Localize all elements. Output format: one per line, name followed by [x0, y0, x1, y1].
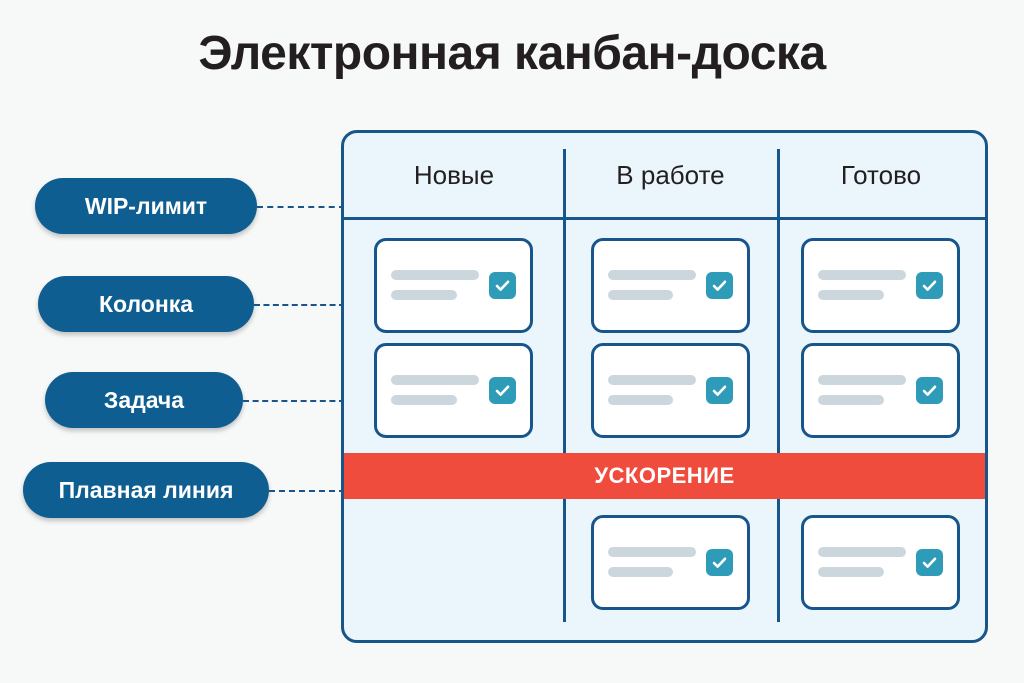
card-area [344, 217, 985, 640]
task-card[interactable] [374, 342, 534, 438]
check-icon[interactable] [705, 548, 733, 576]
expedite-swimlane: УСКОРЕНИЕ [344, 453, 985, 499]
placeholder-bar [818, 290, 884, 300]
card-slot-empty [344, 512, 564, 612]
task-card[interactable] [374, 237, 534, 333]
task-card[interactable] [590, 514, 750, 610]
board-header-row: Новые В работе Готово [344, 133, 985, 217]
task-card-placeholder-lines [818, 270, 907, 300]
task-card-placeholder-lines [607, 375, 696, 405]
annotation-pill-task[interactable]: Задача [45, 372, 243, 428]
connector-line-wip-limit [257, 206, 345, 208]
card-row [344, 340, 985, 440]
annotation-pill-label: Задача [103, 386, 185, 413]
check-icon[interactable] [705, 376, 733, 404]
column-divider-1 [563, 149, 566, 622]
task-card-placeholder-lines [607, 270, 696, 300]
annotation-pill-label: Колонка [98, 290, 194, 317]
check-icon[interactable] [916, 548, 944, 576]
card-slot [777, 512, 985, 612]
card-slot [564, 340, 777, 440]
task-card-placeholder-lines [818, 375, 907, 405]
column-header-label: В работе [616, 159, 725, 190]
column-header-done[interactable]: Готово [777, 133, 985, 217]
task-card[interactable] [590, 237, 750, 333]
check-icon[interactable] [916, 271, 944, 299]
column-header-label: Новые [413, 159, 495, 190]
task-card-placeholder-lines [391, 270, 480, 300]
expedite-swimlane-label: УСКОРЕНИЕ [594, 463, 735, 488]
connector-line-task [243, 400, 345, 402]
card-slot [344, 235, 564, 335]
annotation-pill-wip-limit[interactable]: WIP-лимит [35, 178, 257, 234]
placeholder-bar [391, 395, 457, 405]
placeholder-bar [607, 567, 674, 577]
column-header-label: Готово [840, 159, 922, 190]
placeholder-bar [607, 547, 696, 557]
annotation-pill-label: Плавная линия [58, 476, 234, 503]
annotation-pill-column[interactable]: Колонка [38, 276, 254, 332]
card-slot [564, 512, 777, 612]
placeholder-bar [607, 270, 696, 280]
column-header-new[interactable]: Новые [344, 133, 564, 217]
task-card[interactable] [801, 342, 961, 438]
task-card[interactable] [590, 342, 750, 438]
placeholder-bar [818, 395, 884, 405]
card-slot [344, 340, 564, 440]
task-card[interactable] [801, 237, 961, 333]
check-icon[interactable] [489, 376, 517, 404]
annotation-pill-label: WIP-лимит [84, 192, 208, 219]
header-divider [344, 217, 985, 220]
task-card-placeholder-lines [391, 375, 480, 405]
task-card-placeholder-lines [818, 547, 907, 577]
card-row [344, 512, 985, 612]
task-card-placeholder-lines [607, 547, 696, 577]
placeholder-bar [391, 270, 480, 280]
check-icon[interactable] [489, 271, 517, 299]
task-card[interactable] [801, 514, 961, 610]
placeholder-bar [391, 290, 457, 300]
placeholder-bar [607, 395, 674, 405]
check-icon[interactable] [916, 376, 944, 404]
placeholder-bar [818, 547, 907, 557]
placeholder-bar [818, 567, 884, 577]
kanban-board: Новые В работе Готово [341, 130, 988, 643]
column-divider-2 [777, 149, 780, 622]
placeholder-bar [818, 270, 907, 280]
card-slot [777, 340, 985, 440]
connector-line-column [254, 304, 345, 306]
placeholder-bar [607, 375, 696, 385]
column-header-in-progress[interactable]: В работе [564, 133, 777, 217]
check-icon[interactable] [705, 271, 733, 299]
connector-line-swimlane [269, 490, 345, 492]
card-slot [564, 235, 777, 335]
annotation-pill-swimlane[interactable]: Плавная линия [23, 462, 269, 518]
placeholder-bar [818, 375, 907, 385]
page-title: Электронная канбан-доска [198, 27, 826, 80]
placeholder-bar [391, 375, 480, 385]
placeholder-bar [607, 290, 674, 300]
card-slot [777, 235, 985, 335]
card-row [344, 235, 985, 335]
